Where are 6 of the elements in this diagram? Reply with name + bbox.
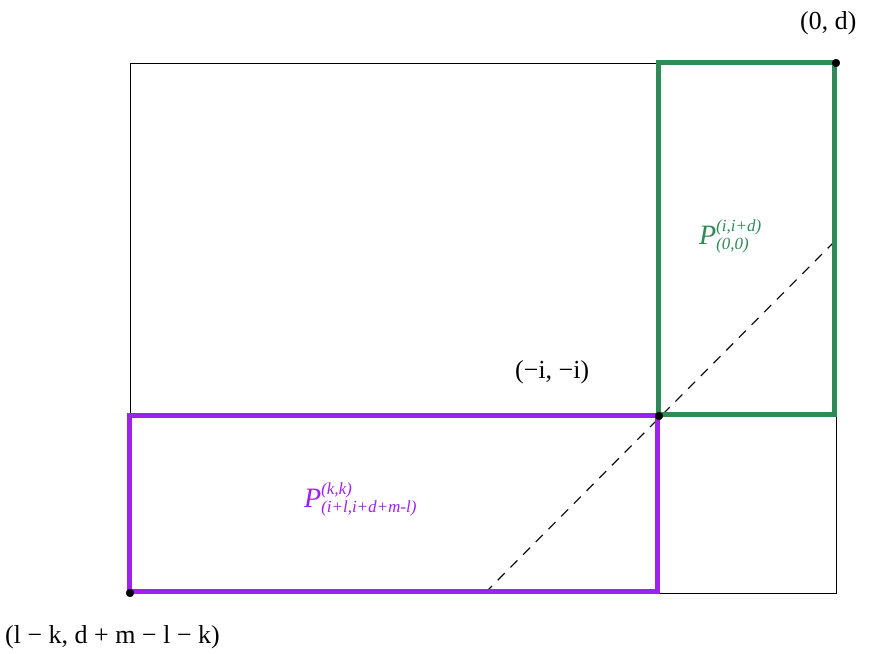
- rectangle: [127, 413, 660, 594]
- outer-rectangle: [130, 63, 837, 594]
- coordinate-label: (−i, −i): [515, 357, 590, 383]
- coordinate-label: (0, d): [800, 8, 856, 34]
- coordinate-label: (l − k, d + m − l − k): [5, 622, 220, 648]
- rectangle: [656, 60, 837, 417]
